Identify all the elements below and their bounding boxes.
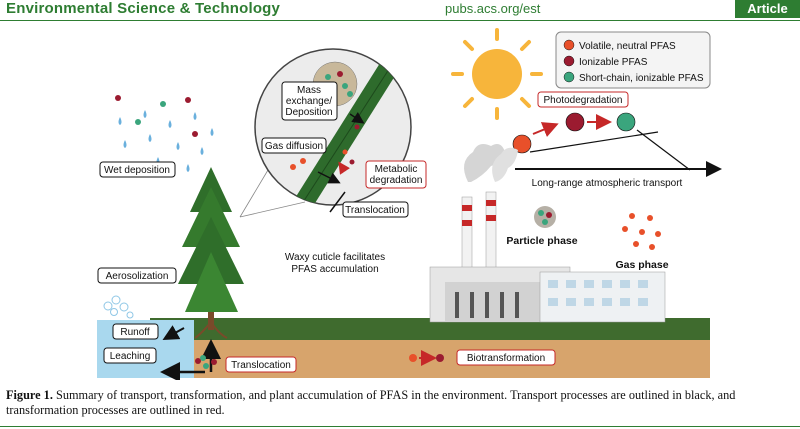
svg-text:Aerosolization: Aerosolization (106, 271, 169, 282)
journal-url[interactable]: pubs.acs.org/est (445, 1, 541, 16)
svg-text:Short-chain, ionizable PFAS: Short-chain, ionizable PFAS (579, 73, 704, 84)
runoff-arrow (162, 325, 185, 340)
svg-text:exchange/: exchange/ (286, 96, 332, 107)
metabolic-arrow (338, 161, 350, 175)
runoff-label: Runoff (112, 323, 159, 340)
svg-text:Translocation: Translocation (231, 360, 291, 371)
sun-icon (451, 28, 543, 120)
svg-text:Gas phase: Gas phase (615, 259, 668, 271)
gas-diffusion-arrow (317, 171, 341, 184)
journal-header: Environmental Science & Technology pubs.… (0, 0, 800, 20)
ground-translocation-label: Translocation (225, 356, 297, 373)
figure-label: Figure 1. (6, 388, 53, 402)
svg-text:Photodegradation: Photodegradation (544, 95, 623, 106)
svg-text:Ionizable PFAS: Ionizable PFAS (579, 57, 648, 68)
mass-exchange-label: Mass exchange/ Deposition (281, 81, 338, 121)
soil-pfas-dots (195, 355, 217, 369)
wet-deposition-label: Wet deposition (99, 161, 176, 178)
svg-text:Deposition: Deposition (285, 107, 332, 118)
particle-phase: Particle phase (506, 206, 578, 247)
svg-text:Mass: Mass (297, 85, 321, 96)
long-range-transport-label: Long-range atmospheric transport (532, 178, 683, 189)
factory (429, 144, 666, 323)
svg-text:Translocation: Translocation (345, 205, 405, 216)
waxy-cuticle-label: Waxy cuticle facilitates PFAS accumulati… (285, 252, 385, 275)
svg-text:PFAS accumulation: PFAS accumulation (291, 264, 378, 275)
translocation-arrow (329, 191, 346, 213)
caption-text: Summary of transport, transformation, an… (6, 388, 736, 417)
gas-phase: Gas phase (615, 213, 669, 271)
journal-title: Environmental Science & Technology (6, 0, 281, 17)
svg-text:Volatile, neutral PFAS: Volatile, neutral PFAS (579, 41, 676, 52)
svg-text:Metabolic: Metabolic (375, 164, 418, 175)
svg-text:Waxy cuticle facilitates: Waxy cuticle facilitates (285, 252, 385, 263)
leaf-translocation-label: Translocation (342, 201, 409, 218)
deposition-arrow (349, 112, 365, 124)
figure-caption: Figure 1. Summary of transport, transfor… (6, 388, 796, 418)
biotransformation: Biotransformation (409, 349, 556, 366)
svg-text:Wet deposition: Wet deposition (104, 165, 170, 176)
header-rule (0, 20, 800, 21)
svg-text:Leaching: Leaching (110, 351, 151, 362)
footer-rule (0, 426, 800, 427)
leaching-label: Leaching (103, 347, 157, 364)
zoom-connector (239, 169, 306, 218)
photodegradation-sequence (512, 112, 691, 171)
gas-diffusion-label: Gas diffusion (261, 137, 327, 154)
leaf-zoom-circle (254, 48, 412, 213)
svg-text:Biotransformation: Biotransformation (467, 353, 545, 364)
figure-1: Wet deposition Aerosolization Runoff Lea… (0, 22, 800, 382)
article-type-badge: Article (735, 0, 800, 18)
svg-text:Gas diffusion: Gas diffusion (265, 141, 323, 152)
metabolic-degradation-label: Metabolic degradation (365, 160, 427, 189)
legend: Volatile, neutral PFAS Ionizable PFAS Sh… (555, 31, 711, 89)
rain-pfas-dots (115, 95, 198, 137)
tree (178, 167, 244, 339)
aerosolization-label: Aerosolization (97, 267, 177, 284)
photodegradation-label: Photodegradation (537, 91, 629, 108)
svg-text:degradation: degradation (370, 175, 423, 186)
svg-text:Particle phase: Particle phase (506, 235, 577, 247)
aerosol-bubbles (103, 295, 134, 319)
svg-text:Runoff: Runoff (120, 327, 150, 338)
